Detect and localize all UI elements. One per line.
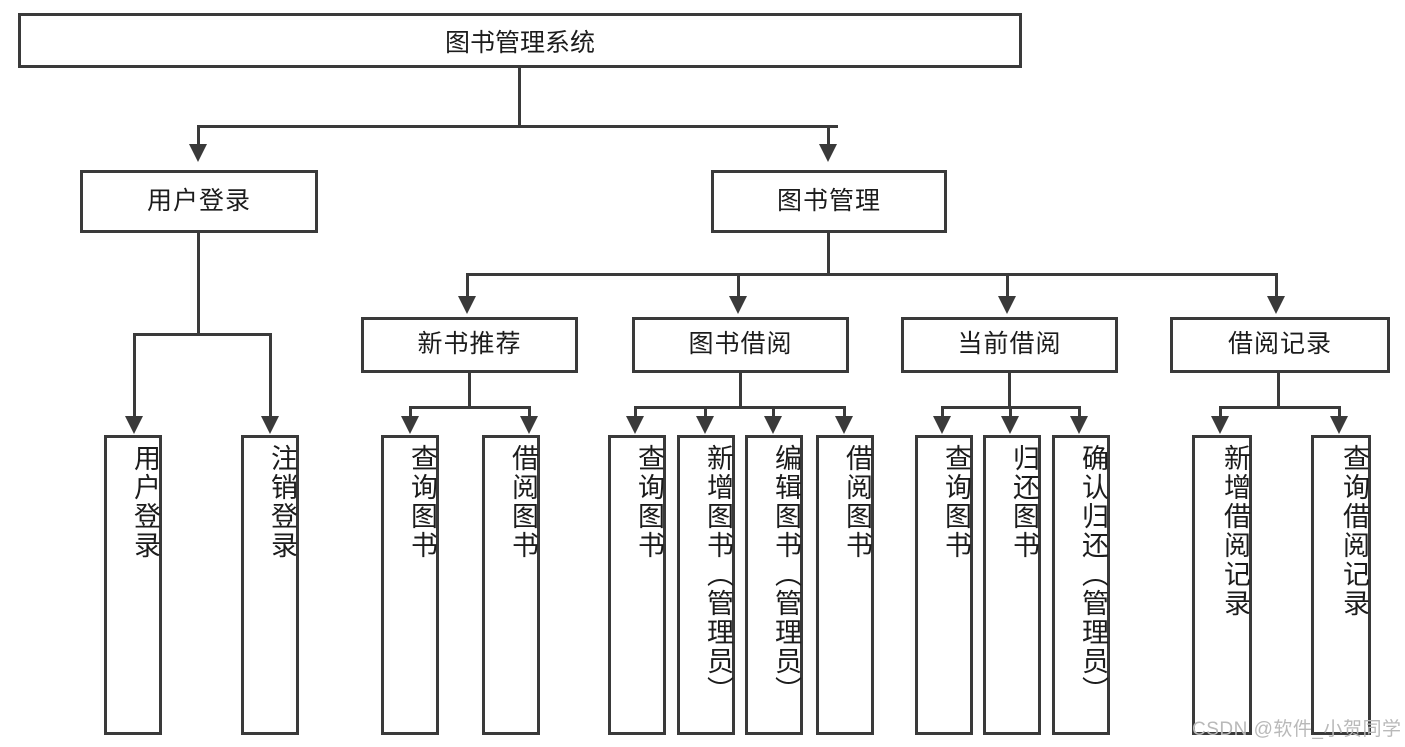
- leaf-query-borrow-record[interactable]: 查询借阅记录: [1311, 435, 1371, 735]
- connector-borrowrecord-drop-2: [1338, 406, 1341, 417]
- arrowhead-leaf-3: [401, 416, 419, 434]
- connector-bookmgmt-drop-4: [1275, 273, 1278, 297]
- node-label: 新增图书（管理员）: [703, 444, 733, 705]
- arrowhead-leaf-4: [520, 416, 538, 434]
- connector-userlogin-bus: [133, 333, 272, 336]
- connector-bookmgmt-drop-2: [737, 273, 740, 297]
- node-label: 图书管理系统: [444, 28, 595, 57]
- arrowhead-leaf-11: [1070, 416, 1088, 434]
- node-new-book-recommend[interactable]: 新书推荐: [361, 317, 578, 373]
- arrowhead-to-borrow-record: [1267, 296, 1285, 314]
- leaf-query-books-borrow[interactable]: 查询图书: [608, 435, 666, 735]
- connector-bookborrow-drop-1: [634, 406, 637, 417]
- node-label: 新书推荐: [417, 330, 522, 359]
- node-label: 图书借阅: [688, 330, 793, 359]
- connector-userlogin-drop-1: [133, 333, 136, 417]
- connector-currentborrow-drop-2: [1009, 406, 1012, 417]
- node-book-management[interactable]: 图书管理: [711, 170, 947, 233]
- arrowhead-to-new-books: [458, 296, 476, 314]
- node-label: 新增借阅记录: [1220, 444, 1250, 618]
- connector-userlogin-drop-2: [269, 333, 272, 417]
- arrowhead-leaf-8: [835, 416, 853, 434]
- arrowhead-leaf-10: [1001, 416, 1019, 434]
- arrowhead-leaf-9: [933, 416, 951, 434]
- arrowhead-leaf-5: [626, 416, 644, 434]
- node-borrow-record[interactable]: 借阅记录: [1170, 317, 1390, 373]
- connector-bookborrow-bus: [634, 406, 846, 409]
- node-current-borrow[interactable]: 当前借阅: [901, 317, 1118, 373]
- connector-bookborrow-drop-3: [772, 406, 775, 417]
- leaf-user-login[interactable]: 用户登录: [104, 435, 162, 735]
- node-label: 编辑图书（管理员）: [771, 444, 801, 705]
- leaf-logout[interactable]: 注销登录: [241, 435, 299, 735]
- arrowhead-leaf-2: [261, 416, 279, 434]
- node-label: 借阅记录: [1227, 330, 1332, 359]
- arrowhead-leaf-1: [125, 416, 143, 434]
- node-label: 借阅图书: [842, 444, 872, 560]
- leaf-edit-book-admin[interactable]: 编辑图书（管理员）: [745, 435, 803, 735]
- node-label: 图书管理: [776, 186, 881, 215]
- connector-bookborrow-stem: [739, 373, 742, 406]
- leaf-query-books-current[interactable]: 查询图书: [915, 435, 973, 735]
- node-label: 用户登录: [146, 186, 251, 215]
- connector-bookmgmt-bus: [466, 273, 1278, 276]
- arrowhead-to-user-login: [189, 144, 207, 162]
- connector-root-drop-left: [197, 125, 200, 145]
- node-label: 查询借阅记录: [1339, 444, 1369, 618]
- leaf-borrow-books-recommend[interactable]: 借阅图书: [482, 435, 540, 735]
- connector-borrowrecord-drop-1: [1219, 406, 1222, 417]
- arrowhead-leaf-7: [764, 416, 782, 434]
- connector-currentborrow-stem: [1008, 373, 1011, 406]
- arrowhead-leaf-13: [1330, 416, 1348, 434]
- node-label: 当前借阅: [957, 330, 1062, 359]
- connector-newbook-bus: [409, 406, 531, 409]
- leaf-confirm-return-admin[interactable]: 确认归还（管理员）: [1052, 435, 1110, 735]
- csdn-watermark: CSDN @软件_小贺同学: [1192, 719, 1402, 740]
- connector-newbook-stem: [468, 373, 471, 406]
- connector-bookmgmt-drop-3: [1006, 273, 1009, 297]
- connector-bookmgmt-stem: [827, 233, 830, 273]
- leaf-query-books-recommend[interactable]: 查询图书: [381, 435, 439, 735]
- connector-root-stem: [518, 68, 521, 125]
- connector-userlogin-stem: [197, 233, 200, 333]
- arrowhead-to-book-manage: [819, 144, 837, 162]
- leaf-add-book-admin[interactable]: 新增图书（管理员）: [677, 435, 735, 735]
- node-user-login[interactable]: 用户登录: [80, 170, 318, 233]
- connector-newbook-drop-2: [528, 406, 531, 417]
- connector-root-drop-right: [827, 125, 830, 145]
- connector-bookborrow-drop-4: [843, 406, 846, 417]
- node-label: 查询图书: [407, 444, 437, 560]
- node-label: 确认归还（管理员）: [1078, 444, 1108, 705]
- leaf-return-books[interactable]: 归还图书: [983, 435, 1041, 735]
- arrowhead-leaf-12: [1211, 416, 1229, 434]
- arrowhead-to-book-borrow: [729, 296, 747, 314]
- leaf-add-borrow-record[interactable]: 新增借阅记录: [1192, 435, 1252, 735]
- connector-borrowrecord-stem: [1277, 373, 1280, 406]
- arrowhead-leaf-6: [696, 416, 714, 434]
- connector-bookborrow-drop-2: [704, 406, 707, 417]
- node-label: 查询图书: [634, 444, 664, 560]
- node-label: 用户登录: [130, 444, 160, 560]
- node-book-borrow[interactable]: 图书借阅: [632, 317, 849, 373]
- connector-currentborrow-drop-1: [941, 406, 944, 417]
- node-root-system[interactable]: 图书管理系统: [18, 13, 1022, 68]
- node-label: 查询图书: [941, 444, 971, 560]
- connector-bookmgmt-drop-1: [466, 273, 469, 297]
- node-label: 借阅图书: [508, 444, 538, 560]
- arrowhead-to-current-borrow: [998, 296, 1016, 314]
- connector-borrowrecord-bus: [1219, 406, 1341, 409]
- connector-currentborrow-drop-3: [1078, 406, 1081, 417]
- node-label: 注销登录: [267, 444, 297, 560]
- node-label: 归还图书: [1009, 444, 1039, 560]
- leaf-borrow-books[interactable]: 借阅图书: [816, 435, 874, 735]
- connector-root-bus: [197, 125, 838, 128]
- connector-newbook-drop-1: [409, 406, 412, 417]
